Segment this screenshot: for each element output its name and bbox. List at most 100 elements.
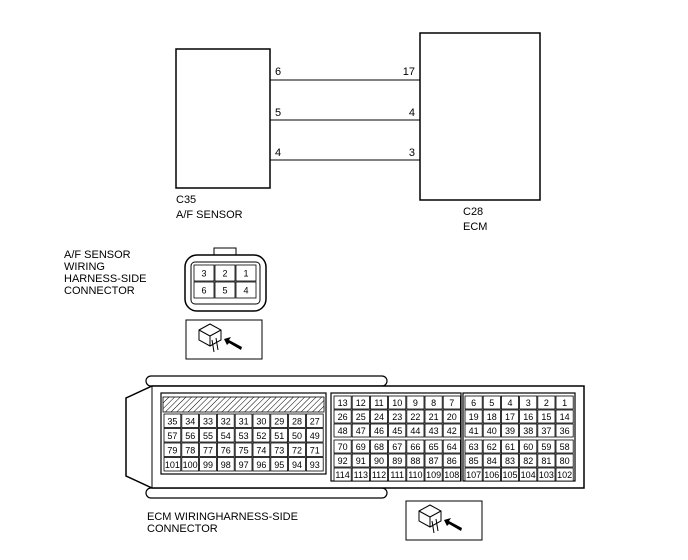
- af-sensor-box: [175, 48, 271, 189]
- connector-pin-cell: 33: [199, 413, 217, 428]
- connector-pin-cell: 63: [464, 439, 483, 454]
- pin-number: 72: [292, 445, 302, 455]
- pin-number: 75: [239, 445, 249, 455]
- pin-number: 33: [203, 416, 213, 426]
- pin-number: 58: [560, 442, 570, 452]
- pin-number: 62: [487, 442, 497, 452]
- pin-number: 80: [560, 456, 570, 466]
- connector-pin-cell: 56: [181, 428, 200, 443]
- connector-pin-cell: 34: [181, 413, 200, 428]
- pin-number: 24: [374, 412, 384, 422]
- connector-pin-cell: 91: [351, 453, 370, 468]
- pin-number: 27: [310, 416, 320, 426]
- pin-number: 10: [392, 398, 402, 408]
- connector-pin-cell: 82: [519, 453, 538, 468]
- pin-number: 15: [541, 412, 551, 422]
- pin-number: 57: [167, 431, 177, 441]
- pin-number: 43: [429, 426, 439, 436]
- pin-number: 40: [487, 426, 497, 436]
- af-connector-label: CONNECTOR: [64, 285, 135, 297]
- pin-number: 5: [222, 286, 227, 296]
- pin-number: 103: [539, 470, 554, 480]
- pin-number: 55: [203, 431, 213, 441]
- pin-number: 60: [523, 442, 533, 452]
- connector-pin-cell: 90: [369, 453, 388, 468]
- pin-number: 46: [374, 426, 384, 436]
- connector-pin-cell: 24: [369, 409, 388, 424]
- af-connector-label: WIRING: [64, 261, 105, 273]
- pin-number: 4: [243, 286, 248, 296]
- pin-number: 12: [356, 398, 366, 408]
- pin-number: 22: [410, 412, 420, 422]
- connector-pin-cell: 76: [216, 442, 235, 457]
- connector-pin-cell: 85: [464, 453, 483, 468]
- connector-pin-cell: 58: [555, 439, 574, 454]
- pin-number: 93: [310, 460, 320, 470]
- pin-number: 44: [410, 426, 420, 436]
- connector-pin-cell: 45: [388, 423, 407, 438]
- pin-number: 48: [338, 426, 348, 436]
- connector-pin-cell: 6: [464, 395, 483, 410]
- sensor-pin-label: 4: [275, 147, 281, 159]
- connector-pin-cell: 6: [193, 281, 215, 299]
- pin-number: 47: [356, 426, 366, 436]
- connector-pin-cell: 48: [333, 423, 352, 438]
- pin-number: 104: [521, 470, 536, 480]
- connector-pin-cell: 3: [519, 395, 538, 410]
- connector-pin-cell: 16: [519, 409, 538, 424]
- connector-pin-cell: 27: [305, 413, 324, 428]
- connector-pin-cell: 52: [252, 428, 271, 443]
- connector-pin-cell: 113: [351, 467, 370, 482]
- pin-number: 106: [484, 470, 499, 480]
- ecm-box: [419, 32, 541, 201]
- pin-number: 52: [256, 431, 266, 441]
- connector-pin-cell: 60: [519, 439, 538, 454]
- pin-number: 65: [429, 442, 439, 452]
- pin-number: 74: [256, 445, 266, 455]
- pin-number: 31: [239, 416, 249, 426]
- pin-number: 7: [449, 398, 454, 408]
- connector-pin-cell: 10: [388, 395, 407, 410]
- pin-number: 102: [557, 470, 572, 480]
- pin-number: 20: [447, 412, 457, 422]
- pin-number: 32: [221, 416, 231, 426]
- connector-pin-cell: 57: [163, 428, 182, 443]
- connector-pin-cell: 4: [500, 395, 519, 410]
- pin-number: 35: [167, 416, 177, 426]
- pin-number: 87: [429, 456, 439, 466]
- pin-number: 84: [487, 456, 497, 466]
- pin-number: 73: [274, 445, 284, 455]
- connector-pin-cell: 8: [424, 395, 443, 410]
- connector-pin-cell: 41: [464, 423, 483, 438]
- connector-pin-cell: 89: [388, 453, 407, 468]
- pin-number: 2: [544, 398, 549, 408]
- pin-number: 28: [292, 416, 302, 426]
- pin-number: 41: [469, 426, 479, 436]
- connector-pin-cell: 94: [288, 457, 306, 472]
- pin-number: 6: [471, 398, 476, 408]
- pin-number: 67: [392, 442, 402, 452]
- pin-number: 76: [221, 445, 231, 455]
- connector-pin-cell: 49: [305, 428, 324, 443]
- pin-number: 6: [201, 286, 206, 296]
- pin-number: 36: [560, 426, 570, 436]
- pin-number: 95: [274, 460, 284, 470]
- af-sensor-name: A/F SENSOR: [176, 209, 243, 221]
- connector-pin-cell: 31: [234, 413, 253, 428]
- pin-number: 39: [505, 426, 515, 436]
- connector-pin-cell: 1: [555, 395, 574, 410]
- connector-pin-cell: 83: [500, 453, 519, 468]
- connector-pin-cell: 1: [235, 264, 257, 282]
- connector-pin-cell: 71: [305, 442, 324, 457]
- pin-number: 91: [356, 456, 366, 466]
- connector-pin-cell: 19: [464, 409, 483, 424]
- connector-pin-cell: 114: [333, 467, 352, 482]
- connector-pin-cell: 59: [537, 439, 556, 454]
- pin-number: 90: [374, 456, 384, 466]
- connector-pin-cell: 69: [351, 439, 370, 454]
- pin-number: 61: [505, 442, 515, 452]
- pin-number: 97: [239, 460, 249, 470]
- connector-pin-cell: 99: [199, 457, 217, 472]
